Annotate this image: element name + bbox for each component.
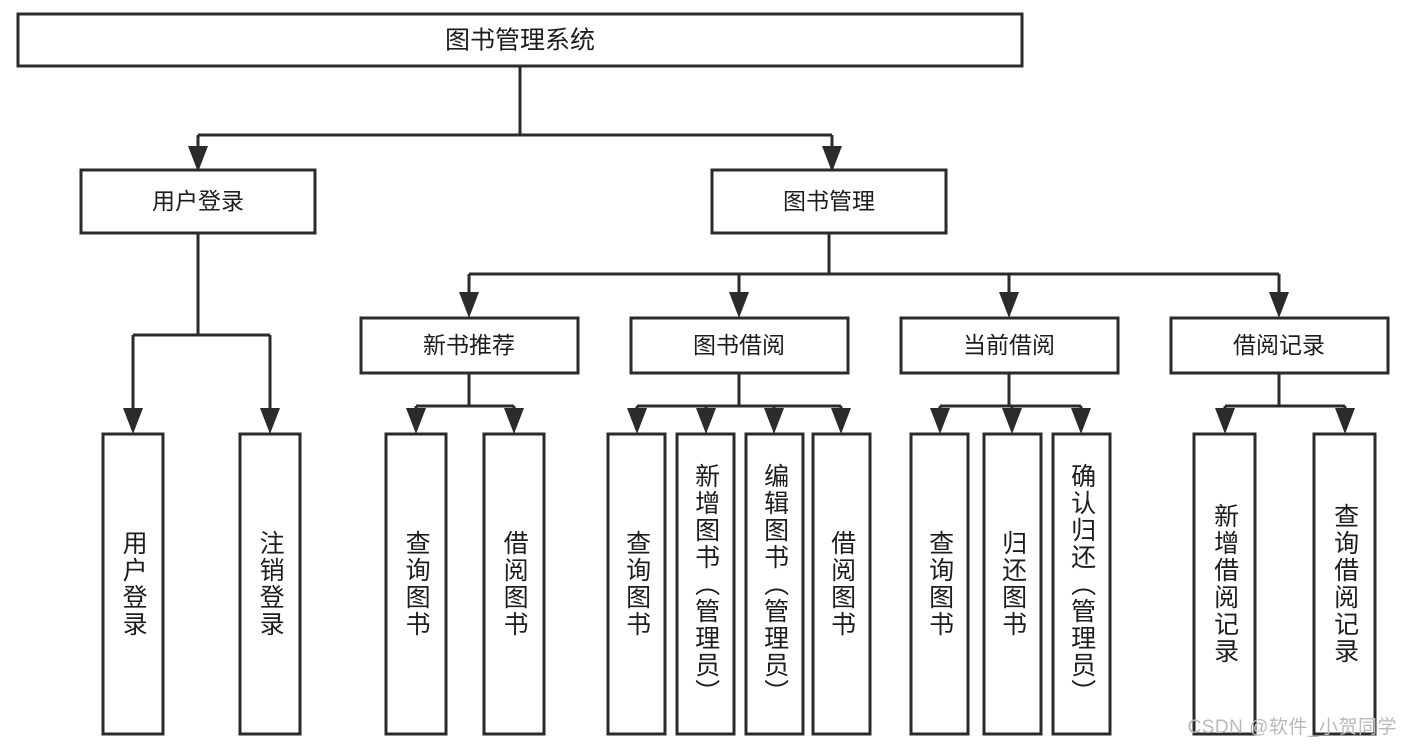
arrow-to-leaf-add-book xyxy=(696,408,716,434)
node-new-book-recommend[interactable]: 新书推荐 xyxy=(359,316,580,375)
arrow-to-leaf-query-book-1 xyxy=(406,408,426,434)
node-borrow-record-box[interactable] xyxy=(1169,316,1390,375)
node-current-borrow-box[interactable] xyxy=(899,316,1120,375)
node-borrow-record[interactable]: 借阅记录 xyxy=(1169,316,1390,375)
leaf-box-layer xyxy=(101,432,1377,736)
arrow-to-leaf-query-book-2 xyxy=(627,408,647,434)
arrow-to-borrow-record xyxy=(1269,292,1289,318)
node-borrow-record-label: 借阅记录 xyxy=(1233,332,1325,358)
arrow-to-leaf-logout xyxy=(260,408,280,434)
arrow-to-leaf-query-record xyxy=(1335,408,1355,434)
leaf-box-edit-book[interactable] xyxy=(744,432,805,736)
arrow-to-leaf-edit-book xyxy=(764,408,784,434)
node-new-book-recommend-label: 新书推荐 xyxy=(423,332,515,358)
watermark-text: CSDN @软件_小贺同学 xyxy=(1187,717,1397,738)
arrow-to-leaf-add-record xyxy=(1215,408,1235,434)
node-user-login[interactable]: 用户登录 xyxy=(79,168,317,235)
node-current-borrow-label: 当前借阅 xyxy=(963,332,1055,358)
leaf-box-confirm-return[interactable] xyxy=(1051,432,1112,736)
arrow-to-current-borrow xyxy=(999,292,1019,318)
arrow-to-leaf-confirm-return xyxy=(1071,408,1091,434)
leaf-box-add-book[interactable] xyxy=(675,432,736,736)
connector-root-trunk xyxy=(196,66,834,152)
node-user-login-label: 用户登录 xyxy=(152,188,244,214)
leaf-box-borrow-book-1[interactable] xyxy=(482,432,546,736)
node-new-book-recommend-box[interactable] xyxy=(359,316,580,375)
arrow-to-leaf-borrow-book-1 xyxy=(504,408,524,434)
leaf-box-logout[interactable] xyxy=(238,432,302,736)
leaf-box-query-book-1[interactable] xyxy=(384,432,448,736)
arrow-to-leaf-user-login xyxy=(123,408,143,434)
arrow-to-leaf-borrow-book-2 xyxy=(831,408,851,434)
connector-borrow-record-trunk xyxy=(1223,373,1347,414)
connector-layer xyxy=(123,66,1355,434)
leaf-box-borrow-book-2[interactable] xyxy=(811,432,872,736)
leaf-box-query-book-2[interactable] xyxy=(606,432,667,736)
connector-current-borrow-trunk xyxy=(938,373,1083,414)
connector-user-login-trunk xyxy=(131,233,272,412)
arrow-to-leaf-return-book xyxy=(1002,408,1022,434)
node-current-borrow[interactable]: 当前借阅 xyxy=(899,316,1120,375)
connector-new-book-rec-trunk xyxy=(414,373,516,414)
leaf-box-query-book-3[interactable] xyxy=(909,432,970,736)
node-book-borrow-box[interactable] xyxy=(629,316,850,375)
node-book-manage-label: 图书管理 xyxy=(783,188,875,214)
node-book-manage-box[interactable] xyxy=(710,168,948,235)
node-book-borrow[interactable]: 图书借阅 xyxy=(629,316,850,375)
arrow-to-new-book-rec xyxy=(459,292,479,318)
arrow-to-book-borrow xyxy=(729,292,749,318)
node-root-label: 图书管理系统 xyxy=(445,27,595,55)
node-root-box[interactable] xyxy=(16,12,1024,68)
leaf-box-user-login[interactable] xyxy=(101,432,165,736)
node-user-login-box[interactable] xyxy=(79,168,317,235)
leaf-box-add-record[interactable] xyxy=(1192,432,1257,736)
node-root[interactable]: 图书管理系统 xyxy=(16,12,1024,68)
node-book-borrow-label: 图书借阅 xyxy=(693,332,785,358)
connector-book-manage-trunk xyxy=(467,233,1281,298)
connector-book-borrow-trunk xyxy=(635,373,843,414)
node-book-manage[interactable]: 图书管理 xyxy=(710,168,948,235)
arrow-to-leaf-query-book-3 xyxy=(930,408,950,434)
arrow-to-book-manage xyxy=(822,146,842,172)
arrow-to-user-login xyxy=(188,146,208,172)
leaf-box-query-record[interactable] xyxy=(1312,432,1377,736)
leaf-box-return-book[interactable] xyxy=(982,432,1043,736)
